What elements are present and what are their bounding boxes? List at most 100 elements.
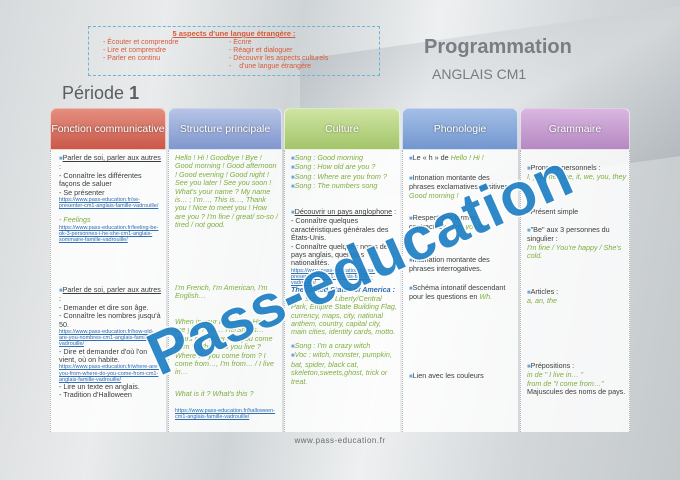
c3-song-4-text: Song : The numbers song	[294, 181, 378, 191]
column-culture: Song : Good morning Song : How old are y…	[284, 150, 400, 432]
c3-song-5: Song : I'm a crazy witch	[291, 341, 397, 351]
page-title: Programmation	[424, 36, 572, 58]
aspects-right-list: Écrire Réagir et dialoguer Découvrir les…	[229, 39, 328, 71]
column-grammaire: Pronoms personnels : I, you, he, she, it…	[520, 150, 630, 432]
c1-block-b: Parler de soi, parler aux autres : - Dem…	[59, 285, 163, 400]
c3-d-title: Découvrir un pays anglophone :	[291, 207, 397, 217]
header-grammaire: Grammaire	[520, 108, 630, 150]
periode-label: Période 1	[62, 83, 139, 104]
header-structure: Structure principale	[168, 108, 282, 150]
c5-g3-title: "Be" aux 3 personnes du singulier :	[527, 225, 627, 244]
c3-block-discover: Découvrir un pays anglophone : - Connaît…	[291, 207, 397, 386]
c3-song-3-text: Song : Where are you from ?	[294, 171, 387, 181]
c4-p4-text: Intonation montante des phrases interrog…	[409, 255, 490, 274]
c4-p1-text: Le « h » de	[412, 153, 449, 162]
aspect-item: Parler en continu	[103, 55, 178, 63]
c5-g4-title: Articles :	[527, 287, 627, 297]
c1-b-link[interactable]: https://www.pass-education.fr/how-old-ar…	[59, 329, 154, 348]
c1-b-l3: - Dire et demander d'où l'on vient, où o…	[59, 346, 148, 365]
c5-g3-example: I'm fine / You're happy / She's cold.	[527, 242, 622, 261]
c5-g5-from: from de "I come from…"	[527, 378, 604, 388]
c3-d-title-text: Découvrir un pays anglophone	[294, 207, 393, 216]
page-subtitle: ANGLAIS CM1	[432, 66, 527, 82]
header-culture: Culture	[284, 108, 400, 150]
c3-voc-text: Voc : witch, monster, pumpkin, bat, spid…	[291, 350, 392, 386]
c4-p1: Le « h » de Hello ! Hi !	[409, 153, 515, 163]
aspect-item: Découvrir les aspects culturels	[229, 55, 328, 63]
c3-usa-title: The United States of America :	[291, 285, 395, 295]
c4-p3-example: I'm, you're…	[452, 222, 493, 232]
column-fonction: Parler de soi, parler aux autres : - Con…	[50, 150, 166, 432]
c5-g1-example: I, you, he, she, it, we, you, they	[527, 172, 627, 182]
header-phonologie: Phonologie	[402, 108, 518, 150]
c4-p5-example: Wh.	[479, 292, 493, 302]
c4-p6: Lien avec les couleurs	[409, 371, 515, 381]
c2-link[interactable]: https://www.pass-education.fr/halloween-…	[175, 408, 275, 421]
c3-song-2: Song : How old are you ?	[291, 163, 397, 172]
c1-a-title: Parler de soi, parler aux autres :	[59, 153, 163, 172]
aspects-title: 5 aspects d'une langue étrangère :	[172, 29, 296, 38]
aspect-item-cont: d'une langue étrangère	[229, 63, 328, 71]
c1-a-title-text: Parler de soi, parler aux autres	[62, 153, 161, 162]
c5-g1: Pronoms personnels : I, you, he, she, it…	[527, 163, 627, 182]
footer-url: www.pass-education.fr	[294, 436, 386, 445]
c4-p4: Intonation montante des phrases interrog…	[409, 255, 515, 274]
aspects-box: 5 aspects d'une langue étrangère : Écout…	[88, 26, 380, 76]
c4-p2: Intonation montante des phrases exclamat…	[409, 173, 515, 200]
c3-song-1: Song : Good morning	[291, 153, 397, 163]
c1-a-link2[interactable]: https://www.pass-education.fr/feeling-be…	[59, 224, 159, 244]
c5-g5: Prépositions : in de " I live in… " from…	[527, 361, 627, 397]
c3-song-1-text: Song : Good morning	[294, 153, 363, 162]
c3-songs: Song : Good morning Song : How old are y…	[291, 153, 397, 192]
c5-g5-title: Prépositions :	[527, 361, 627, 371]
c3-song-4: Song : The numbers song	[291, 182, 397, 191]
c1-b-link2[interactable]: https://www.pass-education.fr/where-are-…	[59, 364, 159, 383]
c5-g3: "Be" aux 3 personnes du singulier : I'm …	[527, 225, 627, 261]
c4-p3-text: Respect des formes contractées :	[409, 213, 477, 232]
c3-d-l2: - Connaître quelques noms de pays anglai…	[291, 241, 388, 268]
c1-a-l1: - Connaître les différentes façons de sa…	[59, 170, 142, 189]
column-phonologie: Le « h » de Hello ! Hi ! Intonation mont…	[402, 150, 518, 432]
aspect-item: Écrire	[229, 39, 328, 47]
c1-b-title-text: Parler de soi, parler aux autres	[62, 285, 161, 294]
c5-g2: Présent simple	[527, 207, 627, 217]
header-fonction: Fonction communicative	[50, 108, 166, 150]
c1-block-a: Parler de soi, parler aux autres : - Con…	[59, 153, 163, 244]
c3-d-l1: - Connaître quelques caractéristiques gé…	[291, 216, 389, 243]
c3-link[interactable]: https://www.pass-education.fr/usa-presen…	[291, 267, 376, 287]
c4-p3: Respect des formes contractées : I'm, yo…	[409, 213, 515, 232]
aspect-item-cont-text: d'une langue étrangère	[239, 63, 312, 70]
c1-b-l4: - Lire un texte en anglais.	[59, 382, 140, 392]
aspect-item: Écouter et comprendre	[103, 39, 178, 47]
c1-a-l2: - Se présenter	[59, 187, 105, 197]
c1-a-feel: - Feelings	[59, 215, 91, 225]
c5-g1-title: Pronoms personnels :	[527, 163, 627, 173]
c4-p2-example: Good morning !	[409, 190, 459, 200]
c3-song-2-text: Song : How old are you ?	[294, 162, 376, 172]
c1-a-link[interactable]: https://www.pass-education.fr/se-present…	[59, 197, 159, 210]
c2-block-c: When is your birthday ? How old are you …	[175, 317, 279, 377]
aspect-item: Réagir et dialoguer	[229, 47, 328, 55]
c3-song-3: Song : Where are you from ?	[291, 171, 397, 182]
c1-b-l2: - Connaître les nombres jusqu'à 50.	[59, 311, 161, 329]
c5-g4-example: a, an, the	[527, 296, 557, 306]
c4-p1-example: Hello ! Hi !	[450, 153, 484, 162]
aspect-item: Lire et comprendre	[103, 47, 178, 55]
c5-g5-maj: Majuscules des noms de pays.	[527, 387, 626, 397]
c2-block-b: I'm French, I'm American, I'm English…	[175, 283, 268, 301]
c4-p6-text: Lien avec les couleurs	[412, 371, 484, 380]
c1-b-title: Parler de soi, parler aux autres :	[59, 285, 163, 304]
aspects-left-list: Écouter et comprendre Lire et comprendre…	[103, 39, 178, 63]
c2-block-d: What is it ? What's this ?	[175, 389, 254, 398]
c1-b-l5: - Tradition d'Halloween	[59, 390, 132, 400]
c4-p5-text: Schéma intonatif descendant pour les que…	[409, 283, 506, 302]
c3-voc: Voc : witch, monster, pumpkin, bat, spid…	[291, 351, 397, 386]
c2-block-a: Hello ! Hi ! Goodbye ! Bye ! Good mornin…	[175, 153, 278, 230]
c4-p2-text: Intonation montante des phrases exclamat…	[409, 173, 513, 192]
periode-number: 1	[129, 83, 140, 103]
c5-g5-in: in de " I live in… "	[527, 370, 584, 380]
periode-text: Période	[62, 83, 125, 103]
column-structure: Hello ! Hi ! Goodbye ! Bye ! Good mornin…	[168, 150, 282, 432]
c3-usa-desc: The statue of Liberty/Central Park, Empi…	[291, 293, 397, 337]
c1-b-l1: - Demander et dire son âge.	[59, 302, 149, 312]
